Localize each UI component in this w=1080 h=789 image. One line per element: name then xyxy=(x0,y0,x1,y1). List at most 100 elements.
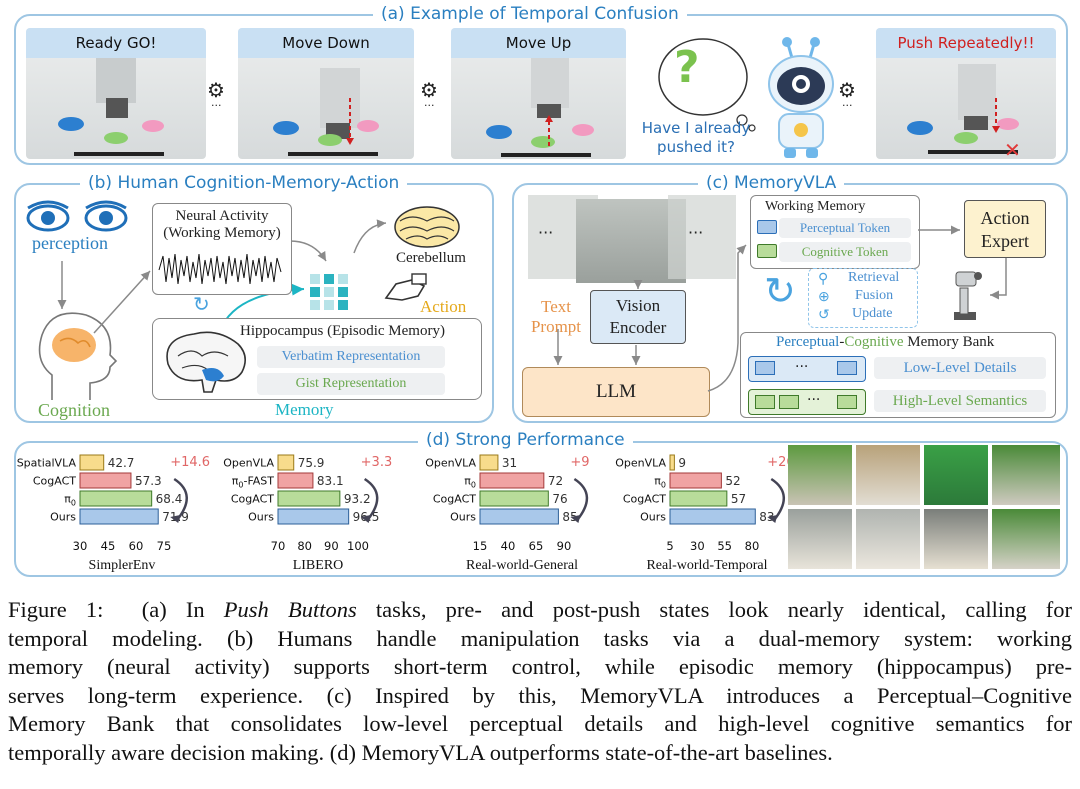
token-grid-icon xyxy=(310,274,348,310)
bar-category-label: π0 xyxy=(64,493,76,508)
pipeline-arrows xyxy=(553,225,1007,392)
panel-b-title: (b) Human Cognition-Memory-Action xyxy=(80,173,408,193)
axis-tick-label: 90 xyxy=(324,539,339,553)
retrieval-label: Retrieval xyxy=(848,270,900,285)
panel-d-title: (d) Strong Performance xyxy=(418,430,633,450)
frame-label: Ready GO! xyxy=(26,28,206,58)
text-prompt-line: Text xyxy=(541,297,571,316)
bar-category-label: SpatialVLA xyxy=(17,457,77,470)
task-photo xyxy=(788,445,852,505)
perceptual-slot xyxy=(837,361,857,375)
hippocampus-label: Hippocampus (Episodic Memory) xyxy=(240,323,445,339)
frame-label: Move Down xyxy=(238,28,414,58)
panel-c-title: (c) MemoryVLA xyxy=(698,173,845,193)
gain-label: +14.6 xyxy=(170,455,210,470)
bar xyxy=(669,508,756,525)
bar-category-label: CogACT xyxy=(33,475,76,488)
cognitive-token: Cognitive Token xyxy=(779,242,911,262)
bar-category-label: π0 xyxy=(654,475,666,490)
caption-italic: Push Buttons xyxy=(223,597,357,622)
chart-title: LIBERO xyxy=(293,558,344,573)
bar-value-label: 57 xyxy=(731,492,746,506)
working-memory-box: Neural Activity (Working Memory) xyxy=(152,203,292,295)
bar xyxy=(79,454,105,471)
low-level-details: Low-Level Details xyxy=(874,357,1046,379)
bar xyxy=(79,508,159,525)
gain-label: +9 xyxy=(570,455,589,470)
bar-value-label: 83 xyxy=(759,510,774,524)
bar xyxy=(479,454,499,471)
observation-frames: ··· ··· xyxy=(528,195,736,285)
eyes-icon xyxy=(26,200,128,232)
text-prompt-label: Text Prompt xyxy=(528,297,584,337)
memory-ops-box xyxy=(808,268,918,328)
perceptual-slot xyxy=(755,361,775,375)
robot-frame-up: Move Up xyxy=(451,28,626,159)
task-photo xyxy=(856,509,920,569)
question-mark-icon: ? xyxy=(674,42,700,93)
thought-bubble xyxy=(658,38,756,132)
bank-dash: - xyxy=(839,334,845,350)
axis-tick-label: 60 xyxy=(129,539,144,553)
update-icon: ↺ xyxy=(818,306,830,322)
chart-title: SimplerEnv xyxy=(89,558,156,573)
cognition-label: Cognition xyxy=(38,400,111,420)
working-memory-box: Working Memory Perceptual Token Cognitiv… xyxy=(750,195,920,269)
perceptual-token: Perceptual Token xyxy=(779,218,911,238)
head-profile-icon xyxy=(38,312,118,400)
task-photo xyxy=(856,445,920,505)
axis-tick-label: 45 xyxy=(101,539,116,553)
question-line: pushed it? xyxy=(657,138,735,156)
ellipsis: ... xyxy=(842,96,853,109)
bar-category-label: π0 xyxy=(464,475,476,490)
cycle-icon: ↻ xyxy=(193,294,210,316)
cerebellum-icon xyxy=(394,206,460,248)
axis-tick-label: 5 xyxy=(666,539,673,553)
vision-encoder-box: Vision Encoder xyxy=(590,290,686,344)
question-text: Have I already pushed it? xyxy=(626,119,766,157)
bar-category-label: OpenVLA xyxy=(425,457,476,470)
ellipsis: ··· xyxy=(807,392,821,408)
performance-charts: SpatialVLA42.7CogACT57.3π068.4Ours71.9+1… xyxy=(17,454,794,573)
gist-representation: Gist Representation xyxy=(257,373,445,395)
axis-tick-label: 70 xyxy=(271,539,286,553)
bar-category-label: OpenVLA xyxy=(615,457,666,470)
figure-caption: Figure 1: (a) In Push Buttons tasks, pre… xyxy=(8,596,1072,767)
axis-tick-label: 100 xyxy=(347,539,369,553)
bar-value-label: 52 xyxy=(725,474,740,488)
bar-value-label: 68.4 xyxy=(156,492,183,506)
bar-category-label: Ours xyxy=(50,511,76,524)
bar-category-label: CogACT xyxy=(433,493,476,506)
bar xyxy=(669,490,728,507)
bar-category-label: CogACT xyxy=(231,493,274,506)
ellipsis: ··· xyxy=(795,359,809,375)
plus-circle-icon: ⊕ xyxy=(818,288,830,304)
improvement-arrowhead xyxy=(360,515,371,523)
working-memory-title: Working Memory xyxy=(765,199,866,214)
cognitive-slot xyxy=(837,395,857,409)
cross-icon: ✕ xyxy=(1004,138,1021,159)
bank-perceptual: Perceptual xyxy=(776,334,840,350)
cycle-icon: ↻ xyxy=(764,271,796,313)
panel-a-title: (a) Example of Temporal Confusion xyxy=(373,4,687,24)
verbatim-representation: Verbatim Representation xyxy=(257,346,445,368)
task-photo xyxy=(992,445,1060,505)
caption-line: temporally aware decision making. (d) Me… xyxy=(8,739,833,765)
llm-box: LLM xyxy=(522,367,710,417)
action-expert-line: Expert xyxy=(981,231,1029,251)
caption-text: tasks, pre- and post-push states look ne… xyxy=(356,597,1072,622)
bar xyxy=(277,490,341,507)
fusion-label: Fusion xyxy=(855,288,894,303)
update-label: Update xyxy=(852,306,893,321)
bar-category-label: Ours xyxy=(640,511,666,524)
caption-line: Memory Bank that consolidates low-level … xyxy=(8,711,1072,736)
robot-frame-ready: Ready GO! xyxy=(26,28,206,159)
robot-arm-icon xyxy=(954,271,982,320)
bar-value-label: 42.7 xyxy=(108,456,135,470)
task-photo xyxy=(992,509,1060,569)
robot-mascot-icon xyxy=(768,37,834,158)
bar xyxy=(277,472,314,489)
axis-tick-label: 30 xyxy=(690,539,705,553)
bar-category-label: Ours xyxy=(450,511,476,524)
text-prompt-line: Prompt xyxy=(530,317,582,336)
